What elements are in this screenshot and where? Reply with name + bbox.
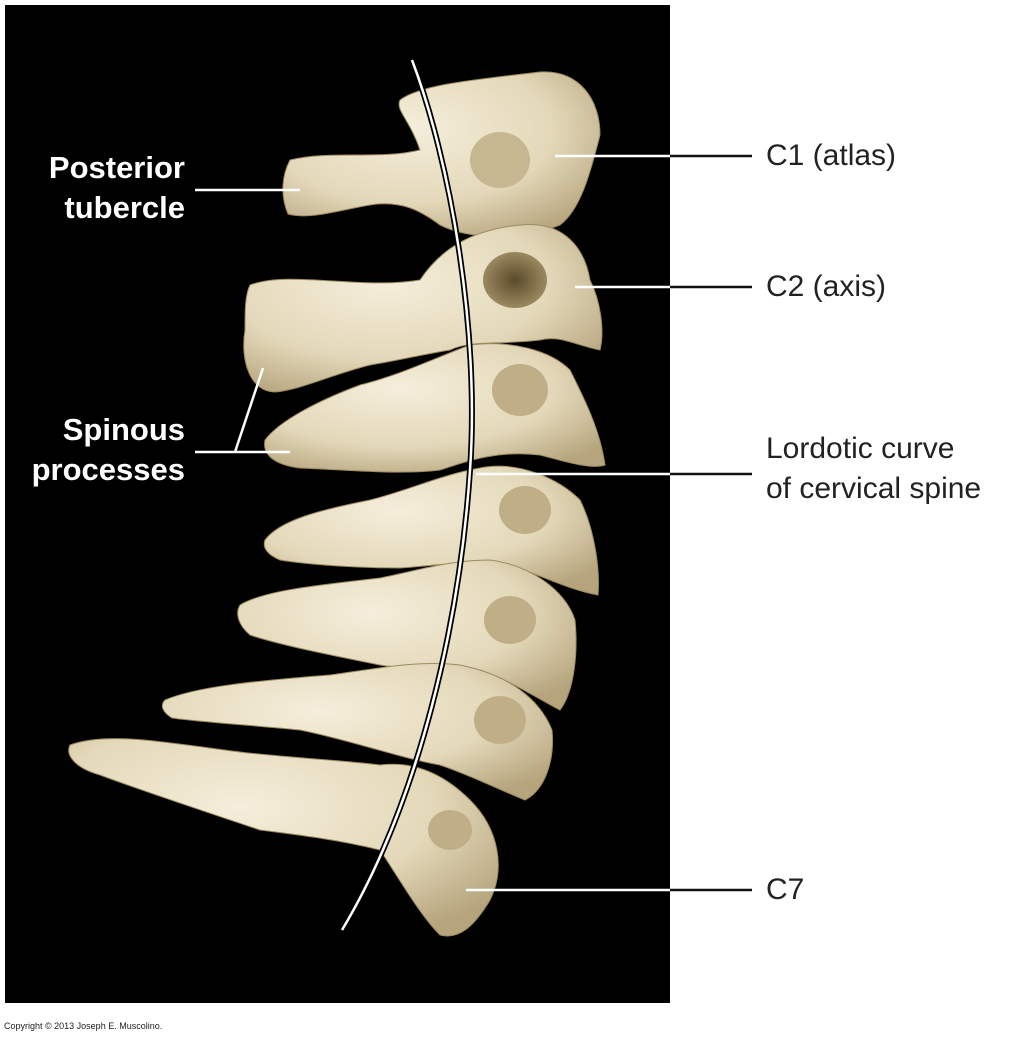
label-spinous-processes-line1: Spinous [62,412,185,447]
label-lordotic-curve-line2: of cervical spine [766,472,982,505]
vertebra-c3 [264,343,606,473]
label-c7: C7 [766,873,805,906]
label-lordotic-curve: Lordotic curve of cervical spine [766,429,981,509]
label-posterior-tubercle: Posterior tubercle [20,148,185,228]
vertebra-c6 [161,662,554,801]
label-c2-axis: C2 (axis) [766,270,887,303]
label-posterior-tubercle-line2: tubercle [64,190,185,225]
label-spinous-processes-line2: processes [31,452,185,487]
label-lordotic-curve-line1: Lordotic curve [766,432,955,465]
copyright-notice: Copyright © 2013 Joseph E. Muscolino. [4,1021,163,1031]
vertebra-c5 [237,559,577,711]
label-spinous-processes: Spinous processes [10,410,185,490]
vertebra-c7 [68,738,499,937]
vertebra-c4 [263,465,599,596]
vertebra-c2 [243,223,603,393]
leader-spinous-a [233,367,265,453]
label-c1-atlas: C1 (atlas) [766,139,897,172]
label-posterior-tubercle-line1: Posterior [48,150,185,185]
lordotic-curve-highlight [340,59,474,931]
